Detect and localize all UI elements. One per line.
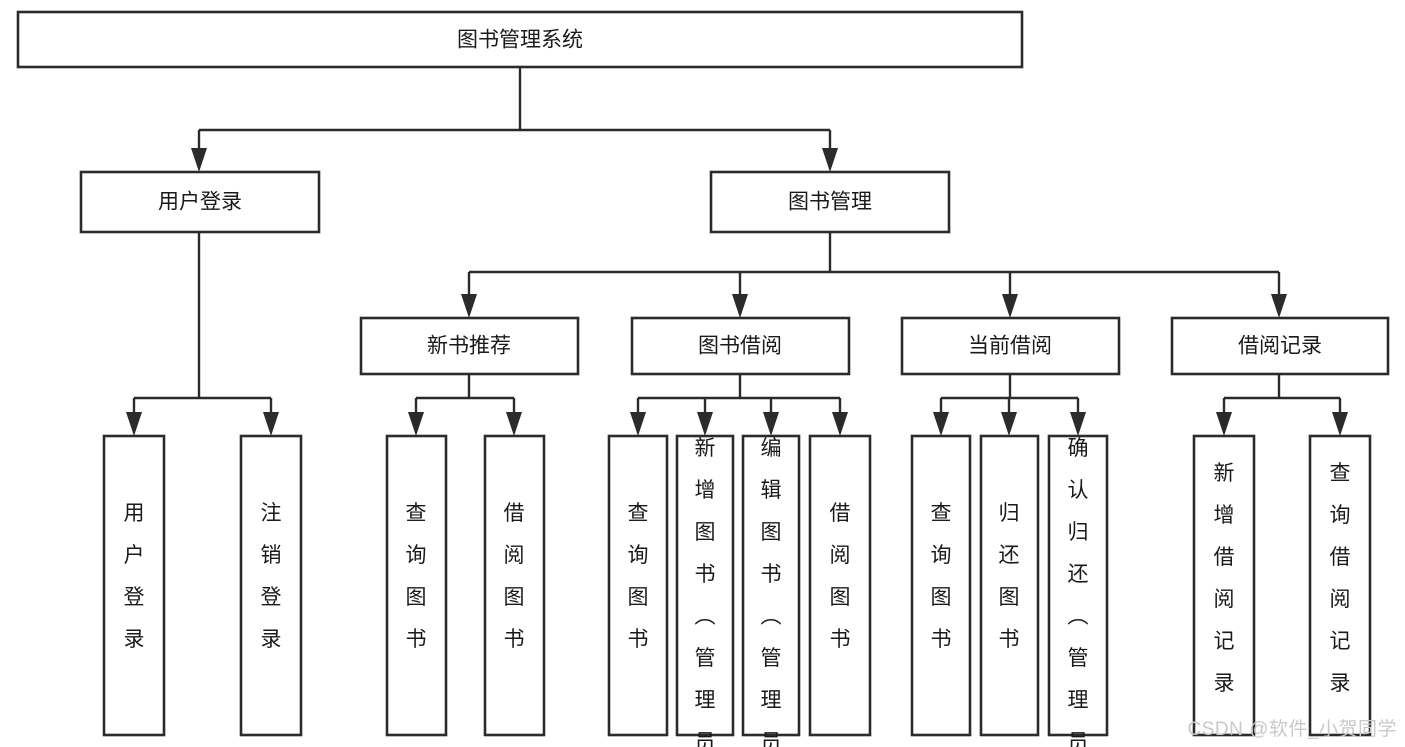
node-book-manage[interactable]: 图书管理: [709, 170, 951, 234]
arrow-to-leaf-logout: [263, 412, 279, 436]
node-book-manage-label: 图书管理: [788, 191, 872, 214]
node-leaf-query-book-3[interactable]: 查询图书: [910, 434, 972, 737]
node-book-manage-box[interactable]: [709, 170, 951, 234]
arrow-to-leaf-add-book: [697, 412, 713, 436]
node-current-borrow-box[interactable]: [900, 316, 1121, 376]
node-new-book-rec[interactable]: 新书推荐: [359, 316, 580, 376]
arrow-to-leaf-borrow-book-1: [506, 412, 522, 436]
node-leaf-query-book-2[interactable]: 查询图书: [607, 434, 669, 737]
node-leaf-add-record-box[interactable]: [1192, 434, 1256, 737]
node-leaf-query-book-2-label: 查询图书: [628, 502, 649, 651]
node-leaf-borrow-book-2-box[interactable]: [808, 434, 872, 737]
node-leaf-user-login[interactable]: 用户登录: [102, 434, 166, 737]
node-leaf-query-record-label: 查询借阅记录: [1330, 462, 1351, 695]
node-user-login-box[interactable]: [79, 170, 321, 234]
node-leaf-edit-book-label: 编辑图书︵管理员︶: [761, 437, 782, 747]
node-leaf-add-book[interactable]: 新增图书︵管理员︶: [675, 434, 735, 747]
node-borrow-record[interactable]: 借阅记录: [1170, 316, 1390, 376]
node-leaf-return-book[interactable]: 归还图书: [979, 434, 1040, 737]
node-current-borrow-label: 当前借阅: [968, 335, 1052, 358]
arrow-to-newbook: [461, 294, 477, 318]
node-root[interactable]: 图书管理系统: [16, 10, 1024, 69]
arrow-to-book-manage: [822, 148, 838, 172]
node-leaf-query-record[interactable]: 查询借阅记录: [1308, 434, 1372, 737]
arrow-to-leaf-query-book-1: [408, 412, 424, 436]
node-current-borrow[interactable]: 当前借阅: [900, 316, 1121, 376]
node-root-label: 图书管理系统: [457, 29, 583, 52]
node-leaf-user-login-label: 用户登录: [124, 502, 145, 651]
node-user-login-label: 用户登录: [158, 191, 242, 214]
node-leaf-confirm-return-label: 确认归还︵管理员︶: [1068, 437, 1089, 747]
node-leaf-add-record[interactable]: 新增借阅记录: [1192, 434, 1256, 737]
node-leaf-query-book-3-box[interactable]: [910, 434, 972, 737]
node-root-box[interactable]: [16, 10, 1024, 69]
arrow-to-currentborrow: [1002, 294, 1018, 318]
connector-layer: [126, 67, 1348, 436]
arrow-to-leaf-borrow-book-2: [832, 412, 848, 436]
node-leaf-confirm-return-box[interactable]: [1047, 434, 1109, 737]
arrow-to-leaf-return-book: [1001, 412, 1017, 436]
node-leaf-borrow-book-2[interactable]: 借阅图书: [808, 434, 872, 737]
arrow-to-leaf-query-book-2: [630, 412, 646, 436]
node-new-book-rec-box[interactable]: [359, 316, 580, 376]
node-leaf-logout-label: 注销登录: [261, 502, 282, 651]
node-leaf-logout-box[interactable]: [239, 434, 303, 737]
arrow-to-borrowrecord: [1271, 294, 1287, 318]
node-borrow-record-box[interactable]: [1170, 316, 1390, 376]
node-leaf-add-book-label: 新增图书︵管理员︶: [695, 437, 716, 747]
arrow-to-leaf-user-login: [126, 412, 142, 436]
arrow-to-bookborrow: [732, 294, 748, 318]
node-leaf-borrow-book-2-label: 借阅图书: [830, 502, 851, 651]
arrow-to-leaf-confirm-return: [1070, 412, 1086, 436]
node-leaf-query-book-3-label: 查询图书: [931, 502, 952, 651]
node-leaf-add-book-box[interactable]: [675, 434, 735, 737]
node-borrow-record-label: 借阅记录: [1238, 335, 1322, 358]
arrow-to-user-login: [191, 148, 207, 172]
node-leaf-query-book-2-box[interactable]: [607, 434, 669, 737]
node-book-borrow[interactable]: 图书借阅: [630, 316, 851, 376]
arrow-to-leaf-query-record: [1332, 412, 1348, 436]
node-leaf-query-record-box[interactable]: [1308, 434, 1372, 737]
node-leaf-edit-book[interactable]: 编辑图书︵管理员︶: [741, 434, 801, 747]
csdn-watermark: CSDN @软件_小贺同学: [1187, 719, 1397, 740]
node-leaf-return-book-box[interactable]: [979, 434, 1040, 737]
node-leaf-borrow-book-1-box[interactable]: [483, 434, 546, 737]
node-book-borrow-box[interactable]: [630, 316, 851, 376]
node-leaf-return-book-label: 归还图书: [999, 502, 1020, 651]
node-leaf-user-login-box[interactable]: [102, 434, 166, 737]
arrow-to-leaf-query-book-3: [933, 412, 949, 436]
node-leaf-confirm-return[interactable]: 确认归还︵管理员︶: [1047, 434, 1109, 747]
node-leaf-logout[interactable]: 注销登录: [239, 434, 303, 737]
node-new-book-rec-label: 新书推荐: [427, 335, 511, 358]
arrow-to-leaf-add-record: [1216, 412, 1232, 436]
node-leaf-query-book-1-label: 查询图书: [406, 502, 427, 651]
node-leaf-edit-book-box[interactable]: [741, 434, 801, 737]
node-leaf-add-record-label: 新增借阅记录: [1214, 462, 1235, 695]
arrow-to-leaf-edit-book: [763, 412, 779, 436]
node-leaf-query-book-1-box[interactable]: [385, 434, 448, 737]
node-leaf-borrow-book-1[interactable]: 借阅图书: [483, 434, 546, 737]
node-leaf-query-book-1[interactable]: 查询图书: [385, 434, 448, 737]
node-user-login[interactable]: 用户登录: [79, 170, 321, 234]
node-leaf-borrow-book-1-label: 借阅图书: [504, 502, 525, 651]
node-book-borrow-label: 图书借阅: [698, 335, 782, 358]
